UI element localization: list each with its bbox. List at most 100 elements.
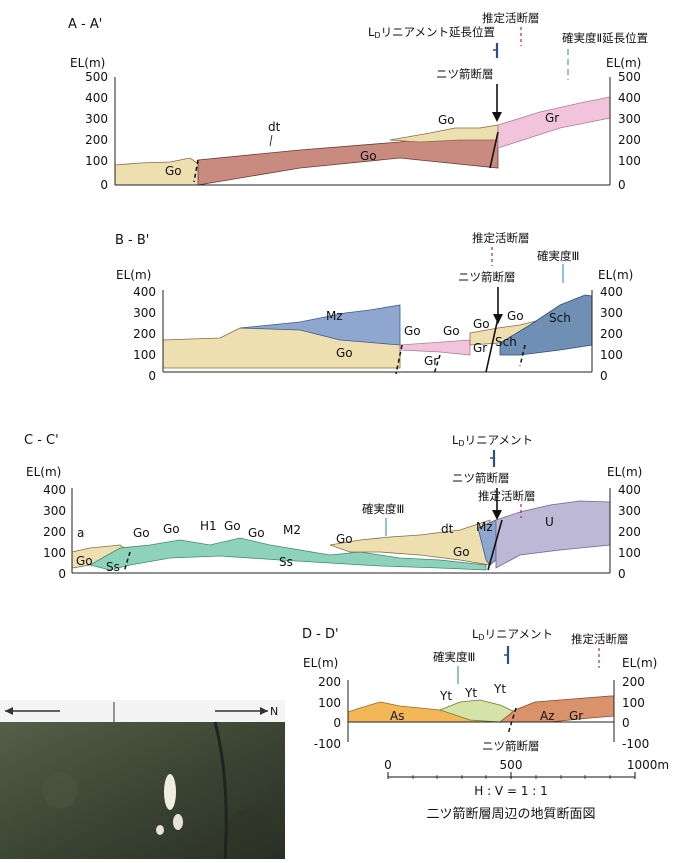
photo-texture: [42, 772, 78, 808]
tick-label: 100: [318, 696, 341, 710]
section-a-active-fault-label: 推定活断層: [482, 11, 540, 25]
section-a-unit-label: dt: [268, 120, 281, 134]
section-a-conf2-label: 確実度Ⅱ延長位置: [562, 31, 648, 45]
section-a-fault-dashed: [193, 159, 199, 183]
tick-label: 0: [100, 178, 108, 192]
tick-label: 200: [622, 675, 645, 689]
section-d-ld-label: LDリニアメント: [472, 627, 553, 642]
section-b-unit-label: Go: [404, 324, 421, 338]
photo-header-strip: [0, 700, 285, 722]
section-d-fault-name: ニツ箭断層: [482, 739, 540, 753]
section-b-title: B - B': [115, 233, 149, 248]
section-b-fault-dashed: [433, 354, 441, 375]
section-c-unit-label: Go: [163, 522, 180, 536]
section-d-el-label-right: EL(m): [622, 656, 657, 670]
section-a-el-label-right: EL(m): [606, 56, 641, 70]
section-c-unit-label: Go: [453, 545, 470, 559]
section-b-mz-layer: [239, 304, 401, 346]
photo-north-label: N: [270, 705, 278, 718]
photo-crack: [213, 721, 228, 860]
fault-arrowhead: [493, 314, 503, 324]
section-d-ticks-left: 200 100 0 -100: [314, 675, 341, 751]
section-d-unit-label: Az: [540, 709, 555, 723]
tick-label: 100: [600, 348, 623, 362]
section-c-mz-layer: [477, 519, 497, 566]
section-c-unit-label: M2: [283, 523, 301, 537]
section-d: D - D' EL(m) EL(m) 200 100 0 -100 200 10…: [302, 627, 657, 753]
scale-tick-label: 1000m: [627, 758, 669, 772]
tick-label: 500: [618, 70, 641, 84]
tick-label: 100: [133, 348, 156, 362]
section-d-unit-label: Yt: [464, 686, 477, 700]
section-a-el-label-left: EL(m): [70, 56, 105, 70]
section-a: A - A' EL(m) EL(m) 500 400 300 200 100 0…: [68, 11, 648, 192]
section-d-yt-layer: [438, 699, 516, 723]
section-a-ticks-left: 500 400 300 200 100 0: [85, 70, 108, 192]
section-c-unit-label: Go: [133, 526, 150, 540]
tick-label: 100: [618, 546, 641, 560]
section-c-el-label-right: EL(m): [607, 465, 642, 479]
section-c-fault-line: [487, 519, 503, 571]
section-a-title: A - A': [68, 17, 102, 32]
section-b-unit-label: Go: [443, 324, 460, 338]
section-c-title: C - C': [24, 433, 59, 448]
section-b-unit-label: Sch: [549, 311, 571, 325]
tick-label: 400: [618, 483, 641, 497]
tick-label: 400: [600, 285, 623, 299]
section-b-gr-layer: [399, 339, 471, 356]
tick-label: 400: [43, 483, 66, 497]
section-a-go-upper: [389, 124, 499, 143]
section-d-az-layer: [498, 695, 615, 723]
section-d-unit-label: Yt: [493, 682, 506, 696]
tick-label: 300: [43, 504, 66, 518]
section-a-unit-label: Gr: [545, 111, 559, 125]
tick-label: 300: [618, 112, 641, 126]
tick-label: 0: [622, 716, 630, 730]
section-d-ticks-right: 200 100 0 -100: [622, 675, 649, 751]
section-c-unit-label: Ss: [106, 560, 120, 574]
tick-label: 400: [618, 91, 641, 105]
section-b-el-label-right: EL(m): [598, 268, 633, 282]
tick-label: 0: [148, 369, 156, 383]
tick-label: 400: [85, 91, 108, 105]
section-c-unit-label: U: [545, 515, 554, 529]
section-b-fault-dashed: [519, 344, 526, 367]
section-b-ticks-right: 400 300 200 100 0: [600, 285, 623, 383]
section-b-fault-dashed: [395, 344, 403, 375]
section-c-active-fault-label: 推定活断層: [478, 489, 536, 503]
section-c-el-label-left: EL(m): [26, 465, 61, 479]
tick-label: 200: [85, 133, 108, 147]
photo-rock-highlight: [156, 825, 164, 835]
photo-arrowhead-right: [260, 707, 268, 715]
section-b-fault-line: [485, 317, 499, 373]
tick-label: 200: [618, 525, 641, 539]
section-b-unit-label: Mz: [326, 309, 343, 323]
section-c-unit-label: a: [77, 526, 84, 540]
scale-tick-label: 500: [500, 758, 523, 772]
section-d-title: D - D': [302, 627, 339, 642]
tick-label: 300: [600, 306, 623, 320]
tick-label: 0: [333, 716, 341, 730]
section-a-ld-extension-label: LDリニアメント延長位置: [368, 25, 495, 40]
tick-label: 200: [618, 133, 641, 147]
section-d-active-fault-label: 推定活断層: [571, 632, 629, 646]
tick-label: 400: [133, 285, 156, 299]
section-d-el-label-left: EL(m): [303, 656, 338, 670]
tick-label: 100: [622, 696, 645, 710]
section-c-ld-label: LDリニアメント: [452, 433, 533, 448]
section-c-fault-name: ニツ箭断層: [452, 471, 510, 485]
tick-label: 500: [85, 70, 108, 84]
leader-line: [269, 134, 273, 147]
section-b-fault-name: ニツ箭断層: [458, 270, 516, 284]
outcrop-photo: N: [0, 700, 285, 860]
section-b-unit-label: Go: [507, 309, 524, 323]
tick-label: -100: [314, 737, 341, 751]
section-b-unit-label: Go: [473, 317, 490, 331]
section-c-ticks-left: 400 300 200 100 0: [43, 483, 66, 581]
section-a-go-layer: [114, 157, 201, 186]
section-c-u-layer: [495, 500, 611, 569]
section-a-dt-layer: [197, 129, 499, 186]
section-b-unit-label: Gr: [473, 341, 487, 355]
tick-label: 100: [85, 154, 108, 168]
fault-arrowhead: [492, 510, 502, 520]
